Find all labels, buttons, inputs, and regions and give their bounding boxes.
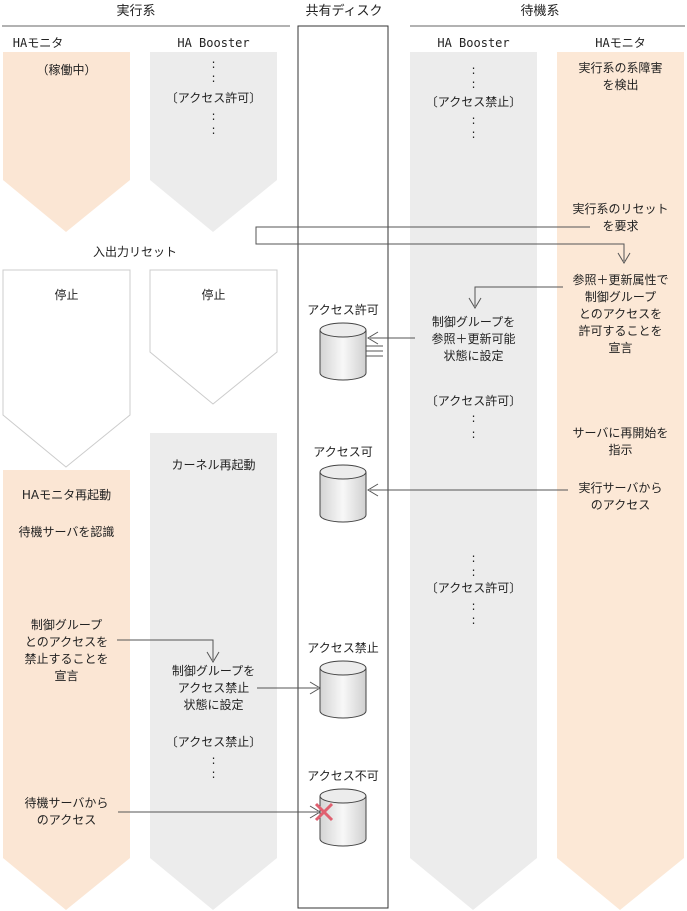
standby-booster-lane xyxy=(410,52,537,910)
active-monitor-lane-1 xyxy=(3,52,130,232)
declare-permit-connector xyxy=(474,286,563,306)
set-forbidden-line-1: 制御グループを xyxy=(171,664,256,678)
standby-access-line-1: 待機サーバから xyxy=(24,796,109,810)
active-system-header: 実行系 xyxy=(116,4,156,19)
server-restart-line-1: サーバに再開始を xyxy=(572,426,669,440)
running-status: （稼働中） xyxy=(36,63,97,77)
declare-forbid-connector xyxy=(117,639,214,660)
active-monitor-lane-3 xyxy=(3,470,130,910)
active-booster-forbidden: 〔アクセス禁止〕 xyxy=(165,735,262,749)
standby-booster-dots-5: : xyxy=(471,411,476,425)
active-booster-allowed: 〔アクセス許可〕 xyxy=(165,91,262,105)
active-booster-lane-3 xyxy=(150,433,277,910)
declare-forbid-line-3: 禁止することを xyxy=(24,652,109,666)
active-access-line-1: 実行サーバから xyxy=(578,481,663,495)
standby-monitor-column-title: HAモニタ xyxy=(595,36,646,50)
declare-forbid-line-1: 制御グループ xyxy=(30,618,103,632)
active-booster-dots-6: : xyxy=(211,767,216,781)
reset-request-line-2: を要求 xyxy=(602,219,639,233)
kernel-restart: カーネル再起動 xyxy=(171,458,256,472)
set-ref-line-3: 状態に設定 xyxy=(443,349,504,363)
reset-request-line-1: 実行系のリセット xyxy=(572,202,669,216)
active-booster-dots-2: : xyxy=(211,71,216,85)
monitor-restart: HAモニタ再起動 xyxy=(21,488,112,502)
detect-failure-line-2: を検出 xyxy=(602,78,639,92)
disk-forbidden-label: アクセス禁止 xyxy=(307,641,379,655)
disk-allowed-label: アクセス許可 xyxy=(307,303,379,317)
declare-permit-line-4: 許可することを xyxy=(578,324,663,338)
active-booster-lane-1 xyxy=(150,52,277,232)
standby-booster-column-title: HA Booster xyxy=(437,36,510,50)
active-monitor-stop: 停止 xyxy=(54,288,79,302)
detect-failure-line-1: 実行系の系障害 xyxy=(578,61,663,75)
active-booster-column-title: HA Booster xyxy=(177,36,250,50)
access-denied-icon xyxy=(314,802,334,822)
set-forbidden-line-3: 状態に設定 xyxy=(183,698,244,712)
standby-booster-forbidden: 〔アクセス禁止〕 xyxy=(425,95,522,109)
set-forbidden-line-2: アクセス禁止 xyxy=(177,681,250,695)
standby-booster-allowed-2: 〔アクセス許可〕 xyxy=(425,581,522,595)
standby-booster-dots-9: : xyxy=(471,599,476,613)
standby-booster-dots-4: : xyxy=(471,127,476,141)
disk-impossible-label: アクセス不可 xyxy=(307,769,379,783)
standby-monitor-lane xyxy=(557,52,684,910)
standby-access-line-2: のアクセス xyxy=(36,813,97,827)
shared-disk-header: 共有ディスク xyxy=(305,4,383,19)
active-booster-stop: 停止 xyxy=(201,288,226,302)
reset-request-connector xyxy=(255,226,625,261)
active-booster-lane-2 xyxy=(149,269,278,405)
standby-booster-dots-6: : xyxy=(471,427,476,441)
active-booster-dots-3: : xyxy=(211,109,216,123)
active-booster-dots-1: : xyxy=(211,57,216,71)
active-access-line-2: のアクセス xyxy=(590,498,651,512)
declare-forbid-line-2: とのアクセスを xyxy=(24,635,109,649)
active-booster-dots-4: : xyxy=(211,123,216,137)
disk-possible-label: アクセス可 xyxy=(313,445,373,459)
standby-booster-dots-1: : xyxy=(471,63,476,77)
disk-allowed-cylinder xyxy=(319,322,367,381)
standby-booster-allowed-1: 〔アクセス許可〕 xyxy=(425,394,522,408)
standby-booster-dots-7: : xyxy=(471,551,476,565)
standby-booster-dots-3: : xyxy=(471,113,476,127)
disk-forbidden-cylinder xyxy=(319,660,367,719)
disk-possible-cylinder xyxy=(319,464,367,523)
declare-forbid-line-4: 宣言 xyxy=(54,669,79,683)
set-ref-line-1: 制御グループを xyxy=(431,315,516,329)
active-monitor-lane-2 xyxy=(2,269,131,468)
io-reset-label: 入出力リセット xyxy=(92,245,177,259)
standby-booster-dots-8: : xyxy=(471,565,476,579)
declare-permit-line-2: 制御グループ xyxy=(584,290,657,304)
standby-booster-dots-10: : xyxy=(471,613,476,627)
declare-permit-line-1: 参照＋更新属性で xyxy=(572,273,669,287)
active-monitor-column-title: HAモニタ xyxy=(12,36,64,50)
set-ref-line-2: 参照＋更新可能 xyxy=(431,332,516,346)
recognize-standby: 待機サーバを認識 xyxy=(18,525,115,539)
standby-booster-dots-2: : xyxy=(471,77,476,91)
declare-permit-line-5: 宣言 xyxy=(608,341,633,355)
active-booster-dots-5: : xyxy=(211,753,216,767)
disk-impossible-cylinder xyxy=(319,788,367,847)
declare-permit-line-3: とのアクセスを xyxy=(578,307,663,321)
standby-system-header: 待機系 xyxy=(520,4,560,19)
server-restart-line-2: 指示 xyxy=(608,443,633,457)
